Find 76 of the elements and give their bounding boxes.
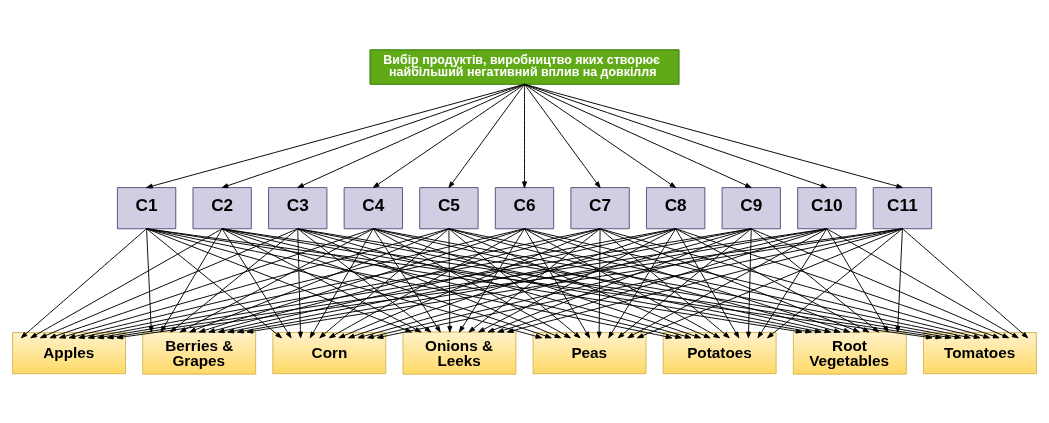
node-box: Onions & Leeks [402, 331, 517, 375]
arrow [328, 227, 525, 338]
node-box: Вибір продуктів, виробництво яких створює найбільший негативний вплив на довкілля [369, 48, 680, 85]
arrow [487, 227, 752, 333]
arrow [221, 83, 525, 188]
arrow [297, 227, 562, 338]
arrow [297, 227, 692, 339]
arrow [627, 227, 828, 338]
arrow [372, 227, 571, 338]
arrow [599, 227, 990, 339]
arrow [599, 227, 860, 333]
arrow [468, 227, 601, 333]
arrow [524, 227, 721, 338]
arrow [901, 227, 1029, 338]
arrow [757, 227, 828, 338]
arrow [448, 227, 841, 333]
node-box: C5 [419, 186, 479, 229]
arrow [458, 227, 525, 333]
arrow [895, 227, 903, 333]
arrow [524, 83, 903, 188]
arrow [506, 227, 903, 333]
arrow [20, 227, 148, 338]
arrow [221, 227, 552, 338]
arrow [608, 227, 677, 338]
node-box: Berries & Grapes [142, 331, 257, 375]
node-box: C7 [570, 186, 630, 229]
arrow [30, 227, 223, 338]
arrow [522, 83, 527, 188]
arrow [524, 83, 828, 188]
arrow [524, 83, 601, 188]
arrow [146, 83, 525, 188]
arrow [68, 227, 525, 339]
node-box: Root Vegetables [792, 331, 907, 375]
arrow [767, 227, 903, 338]
arrow [447, 227, 453, 333]
arrow [59, 227, 450, 339]
arrow [524, 83, 677, 188]
arrow [179, 227, 374, 333]
arrow [524, 227, 981, 339]
arrow [675, 227, 1000, 338]
arrow [826, 227, 1019, 338]
node-box: C8 [646, 186, 706, 229]
arrow [309, 227, 374, 338]
arrow [372, 83, 525, 188]
node-box: C4 [343, 186, 403, 229]
arrow [524, 83, 752, 188]
arrow [338, 227, 601, 338]
node-box: C2 [192, 186, 252, 229]
arrow [675, 227, 870, 333]
node-box: C3 [268, 186, 328, 229]
arrow [297, 227, 303, 338]
node-box: C6 [494, 186, 555, 229]
arrow [39, 227, 299, 338]
arrow [319, 227, 450, 338]
arrow [596, 227, 602, 338]
arrow [221, 227, 292, 338]
arrow [750, 227, 1010, 338]
arrow [675, 227, 740, 338]
node-box: C9 [721, 186, 781, 229]
arrow [524, 227, 591, 338]
arrow [49, 227, 374, 338]
arrow [297, 83, 525, 188]
arrow [826, 227, 889, 333]
arrow [448, 227, 711, 338]
arrow [448, 227, 581, 338]
arrow [636, 227, 903, 338]
arrow [750, 227, 879, 333]
node-box: C10 [797, 186, 857, 229]
arrow [617, 227, 752, 338]
node-box: C11 [872, 186, 933, 229]
node-box: C1 [116, 186, 177, 229]
arrow [599, 227, 730, 338]
arrow [357, 227, 752, 339]
arrow [478, 227, 677, 333]
arrow [746, 227, 752, 338]
arrow [448, 83, 525, 188]
